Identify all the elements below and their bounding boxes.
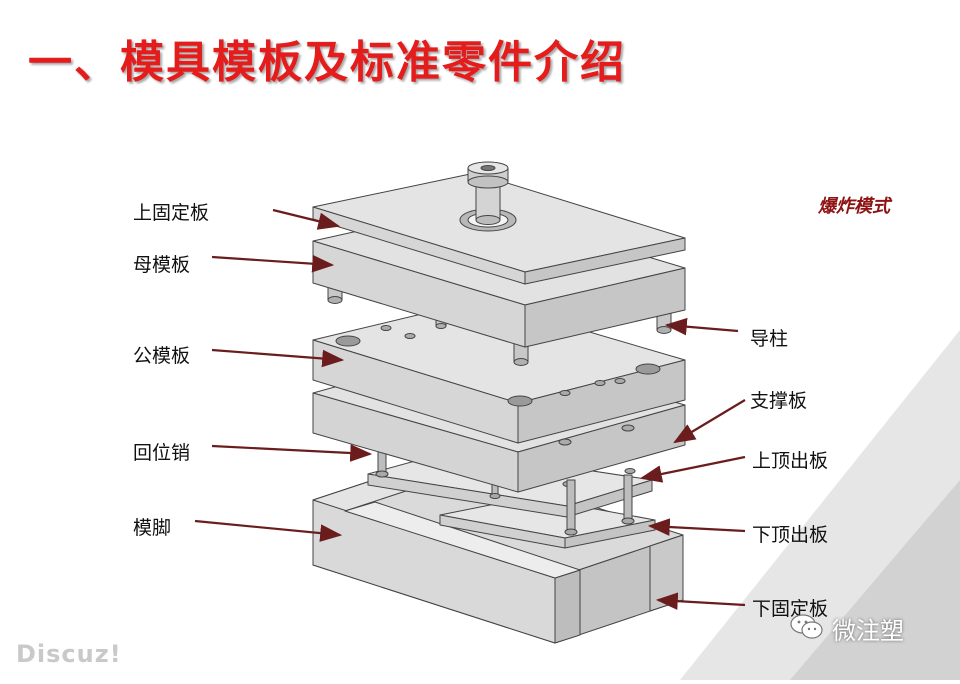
core-plate	[312, 299, 686, 444]
arrow-upper-fixed-plate	[272, 208, 341, 230]
arrow-upper-ejector-plate	[639, 455, 746, 483]
arrow-return-pin	[211, 444, 373, 462]
arrow-lower-fixed-plate	[655, 592, 746, 610]
label-mold-foot: 模脚	[133, 517, 172, 539]
label-lower-ejector-plate: 下顶出板	[752, 524, 829, 546]
sprue-bushing	[459, 161, 517, 232]
label-lower-fixed-plate: 下固定板	[752, 598, 829, 620]
background-stripe	[660, 330, 960, 680]
label-upper-ejector-plate: 上顶出板	[752, 450, 829, 472]
label-return-pin: 回位销	[133, 442, 191, 464]
wechat-watermark-text: 微注塑	[832, 617, 904, 645]
label-cavity-plate: 母模板	[133, 254, 191, 276]
wechat-watermark: 微注塑	[790, 611, 904, 646]
arrow-support-plate	[673, 399, 746, 444]
arrow-cavity-plate	[211, 254, 335, 273]
label-support-plate: 支撑板	[750, 390, 808, 412]
label-guide-pillar: 导柱	[750, 328, 789, 350]
slide-title: 一、模具模板及标准零件介绍	[28, 37, 626, 88]
label-core-plate: 公模板	[133, 345, 191, 367]
arrow-mold-foot	[194, 519, 343, 542]
arrow-guide-pillar	[664, 317, 739, 336]
discuz-watermark: Discuz!	[16, 640, 122, 668]
arrow-core-plate	[211, 348, 345, 368]
exploded-view-label: 爆炸模式	[818, 196, 890, 217]
wechat-icon	[790, 613, 824, 645]
label-upper-fixed-plate: 上固定板	[133, 202, 210, 224]
arrow-lower-ejector-plate	[647, 518, 746, 536]
